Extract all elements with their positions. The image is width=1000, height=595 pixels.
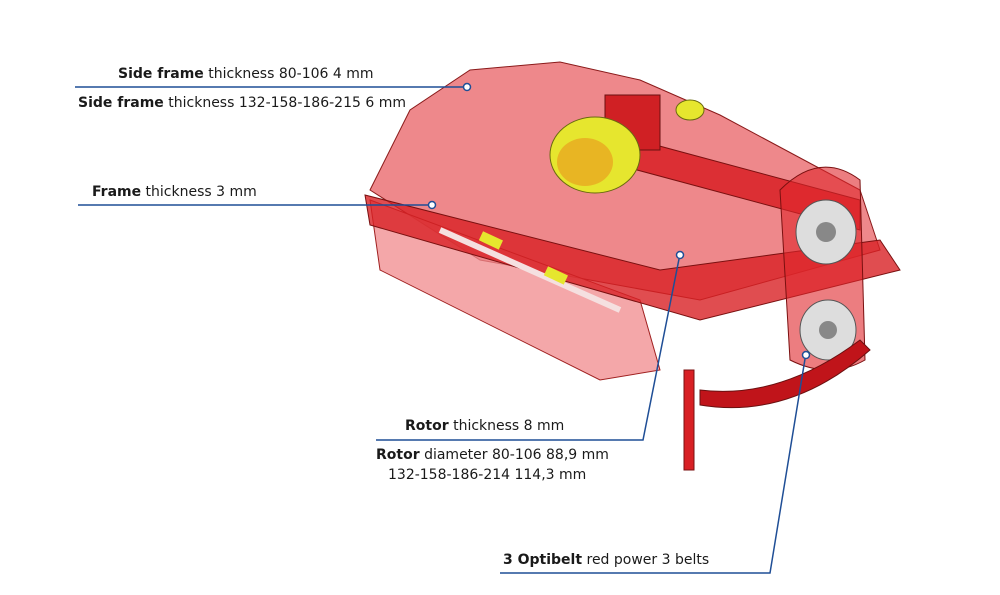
leader-rotor [376, 258, 680, 441]
callout-text: thickness 132-158-186-215 6 mm [163, 95, 406, 111]
pto-input [675, 99, 705, 121]
leader-belts [500, 358, 806, 574]
callout-rotor-diameter: Rotor diameter 80-106 88,9 mm [376, 447, 609, 464]
rotor-shaft [438, 227, 622, 313]
callout-text: thickness 80-106 4 mm [203, 66, 374, 82]
callout-text: diameter 80-106 88,9 mm [419, 447, 609, 463]
callout-text: red power 3 belts [582, 552, 710, 568]
callout-belts: 3 Optibelt red power 3 belts [503, 552, 709, 569]
callout-bold: Side frame [118, 66, 204, 82]
callout-side-frame-132-215: Side frame thickness 132-158-186-215 6 m… [78, 95, 406, 112]
frame [364, 194, 901, 321]
callout-bold: 3 Optibelt [503, 552, 583, 568]
side-skid [699, 339, 871, 409]
rotor-bearing [543, 266, 568, 285]
callout-text: thickness 8 mm [448, 418, 565, 434]
callout-frame: Frame thickness 3 mm [92, 184, 257, 201]
callout-bold: Rotor [376, 447, 420, 463]
callout-bold: Frame [92, 184, 142, 200]
callout-rotor-thickness: Rotor thickness 8 mm [405, 418, 564, 435]
callout-rotor-diameter-line2: 132-158-186-214 114,3 mm [388, 467, 587, 483]
callout-side-frame-80-106: Side frame thickness 80-106 4 mm [118, 66, 374, 83]
callout-text: thickness 3 mm [141, 184, 257, 200]
stand-leg [683, 369, 695, 471]
rotor-bearing [478, 231, 503, 250]
callout-bold: Side frame [78, 95, 164, 111]
callout-bold: Rotor [405, 418, 449, 434]
